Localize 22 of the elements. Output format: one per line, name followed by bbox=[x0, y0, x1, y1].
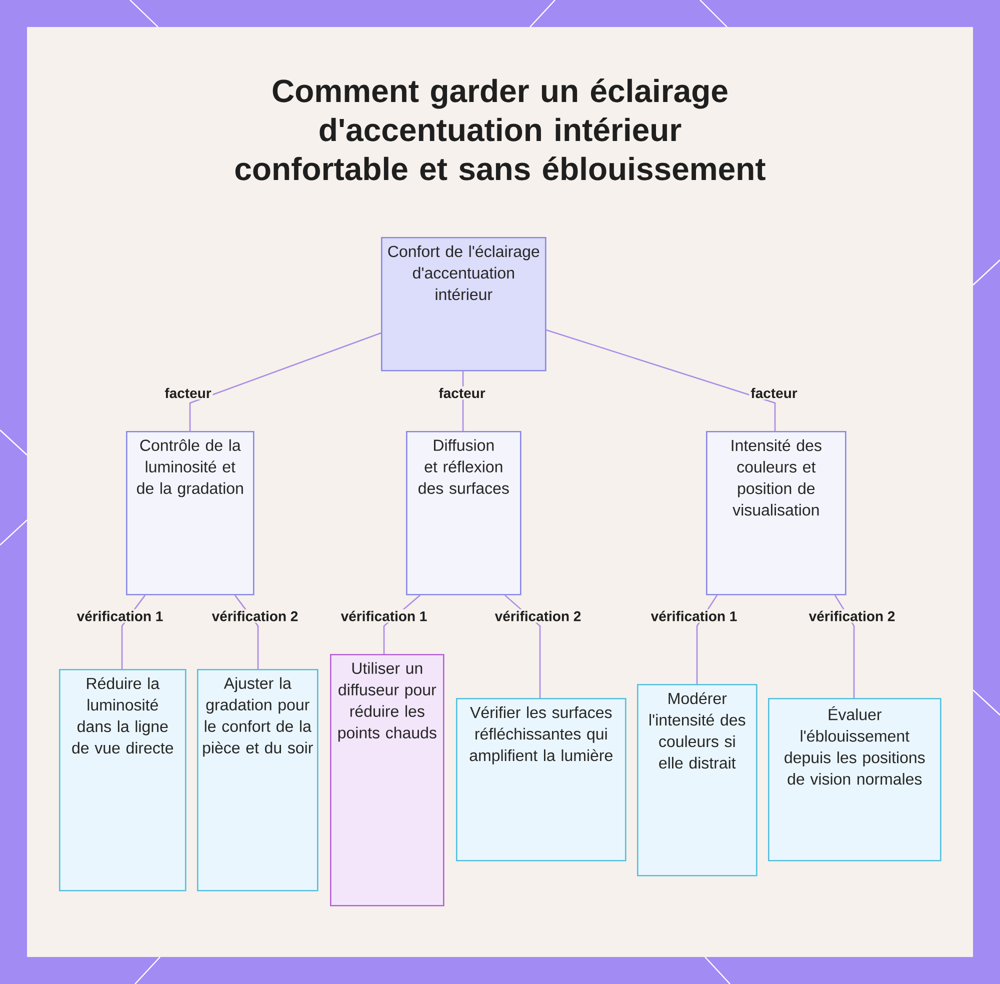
edge-label: vérification 1 bbox=[75, 609, 165, 623]
edge-label: vérification 1 bbox=[649, 609, 739, 623]
connector bbox=[546, 329, 776, 431]
edge-label: vérification 2 bbox=[493, 609, 583, 623]
edge-label: vérification 2 bbox=[807, 609, 897, 623]
check-box: Utiliser un diffuseur pour réduire les points chauds bbox=[330, 654, 444, 906]
check-box: Réduire la luminosité dans la ligne de vue directe bbox=[59, 669, 186, 892]
edge-label: facteur bbox=[163, 386, 213, 400]
topic-box: Confort de l'éclairage d'accentuation intérieur bbox=[381, 237, 546, 372]
factor-box: Intensité des couleurs et position de visualisation bbox=[706, 431, 846, 596]
edge-label: vérification 1 bbox=[339, 609, 429, 623]
title: Comment garder un éclairage d'accentuation intérieur confortable et sans éblouissement bbox=[235, 78, 766, 180]
edge-label: facteur bbox=[749, 386, 799, 400]
check-box: Évaluer l'éblouissement depuis les positions de vision normales bbox=[768, 698, 942, 862]
check-box: Vérifier les surfaces réfléchissantes qui amplifient la lumière bbox=[456, 698, 626, 862]
connector bbox=[189, 332, 382, 431]
edge-label: vérification 2 bbox=[210, 609, 300, 623]
check-box: Modérer l'intensité des couleurs si elle distrait bbox=[637, 684, 758, 876]
edge-label: facteur bbox=[437, 386, 487, 400]
factor-box: Diffusion et réflexion des surfaces bbox=[406, 431, 522, 596]
factor-box: Contrôle de la luminosité et de la gradation bbox=[126, 431, 254, 596]
check-box: Ajuster la gradation pour le confort de la pièce et du soir bbox=[197, 669, 318, 892]
